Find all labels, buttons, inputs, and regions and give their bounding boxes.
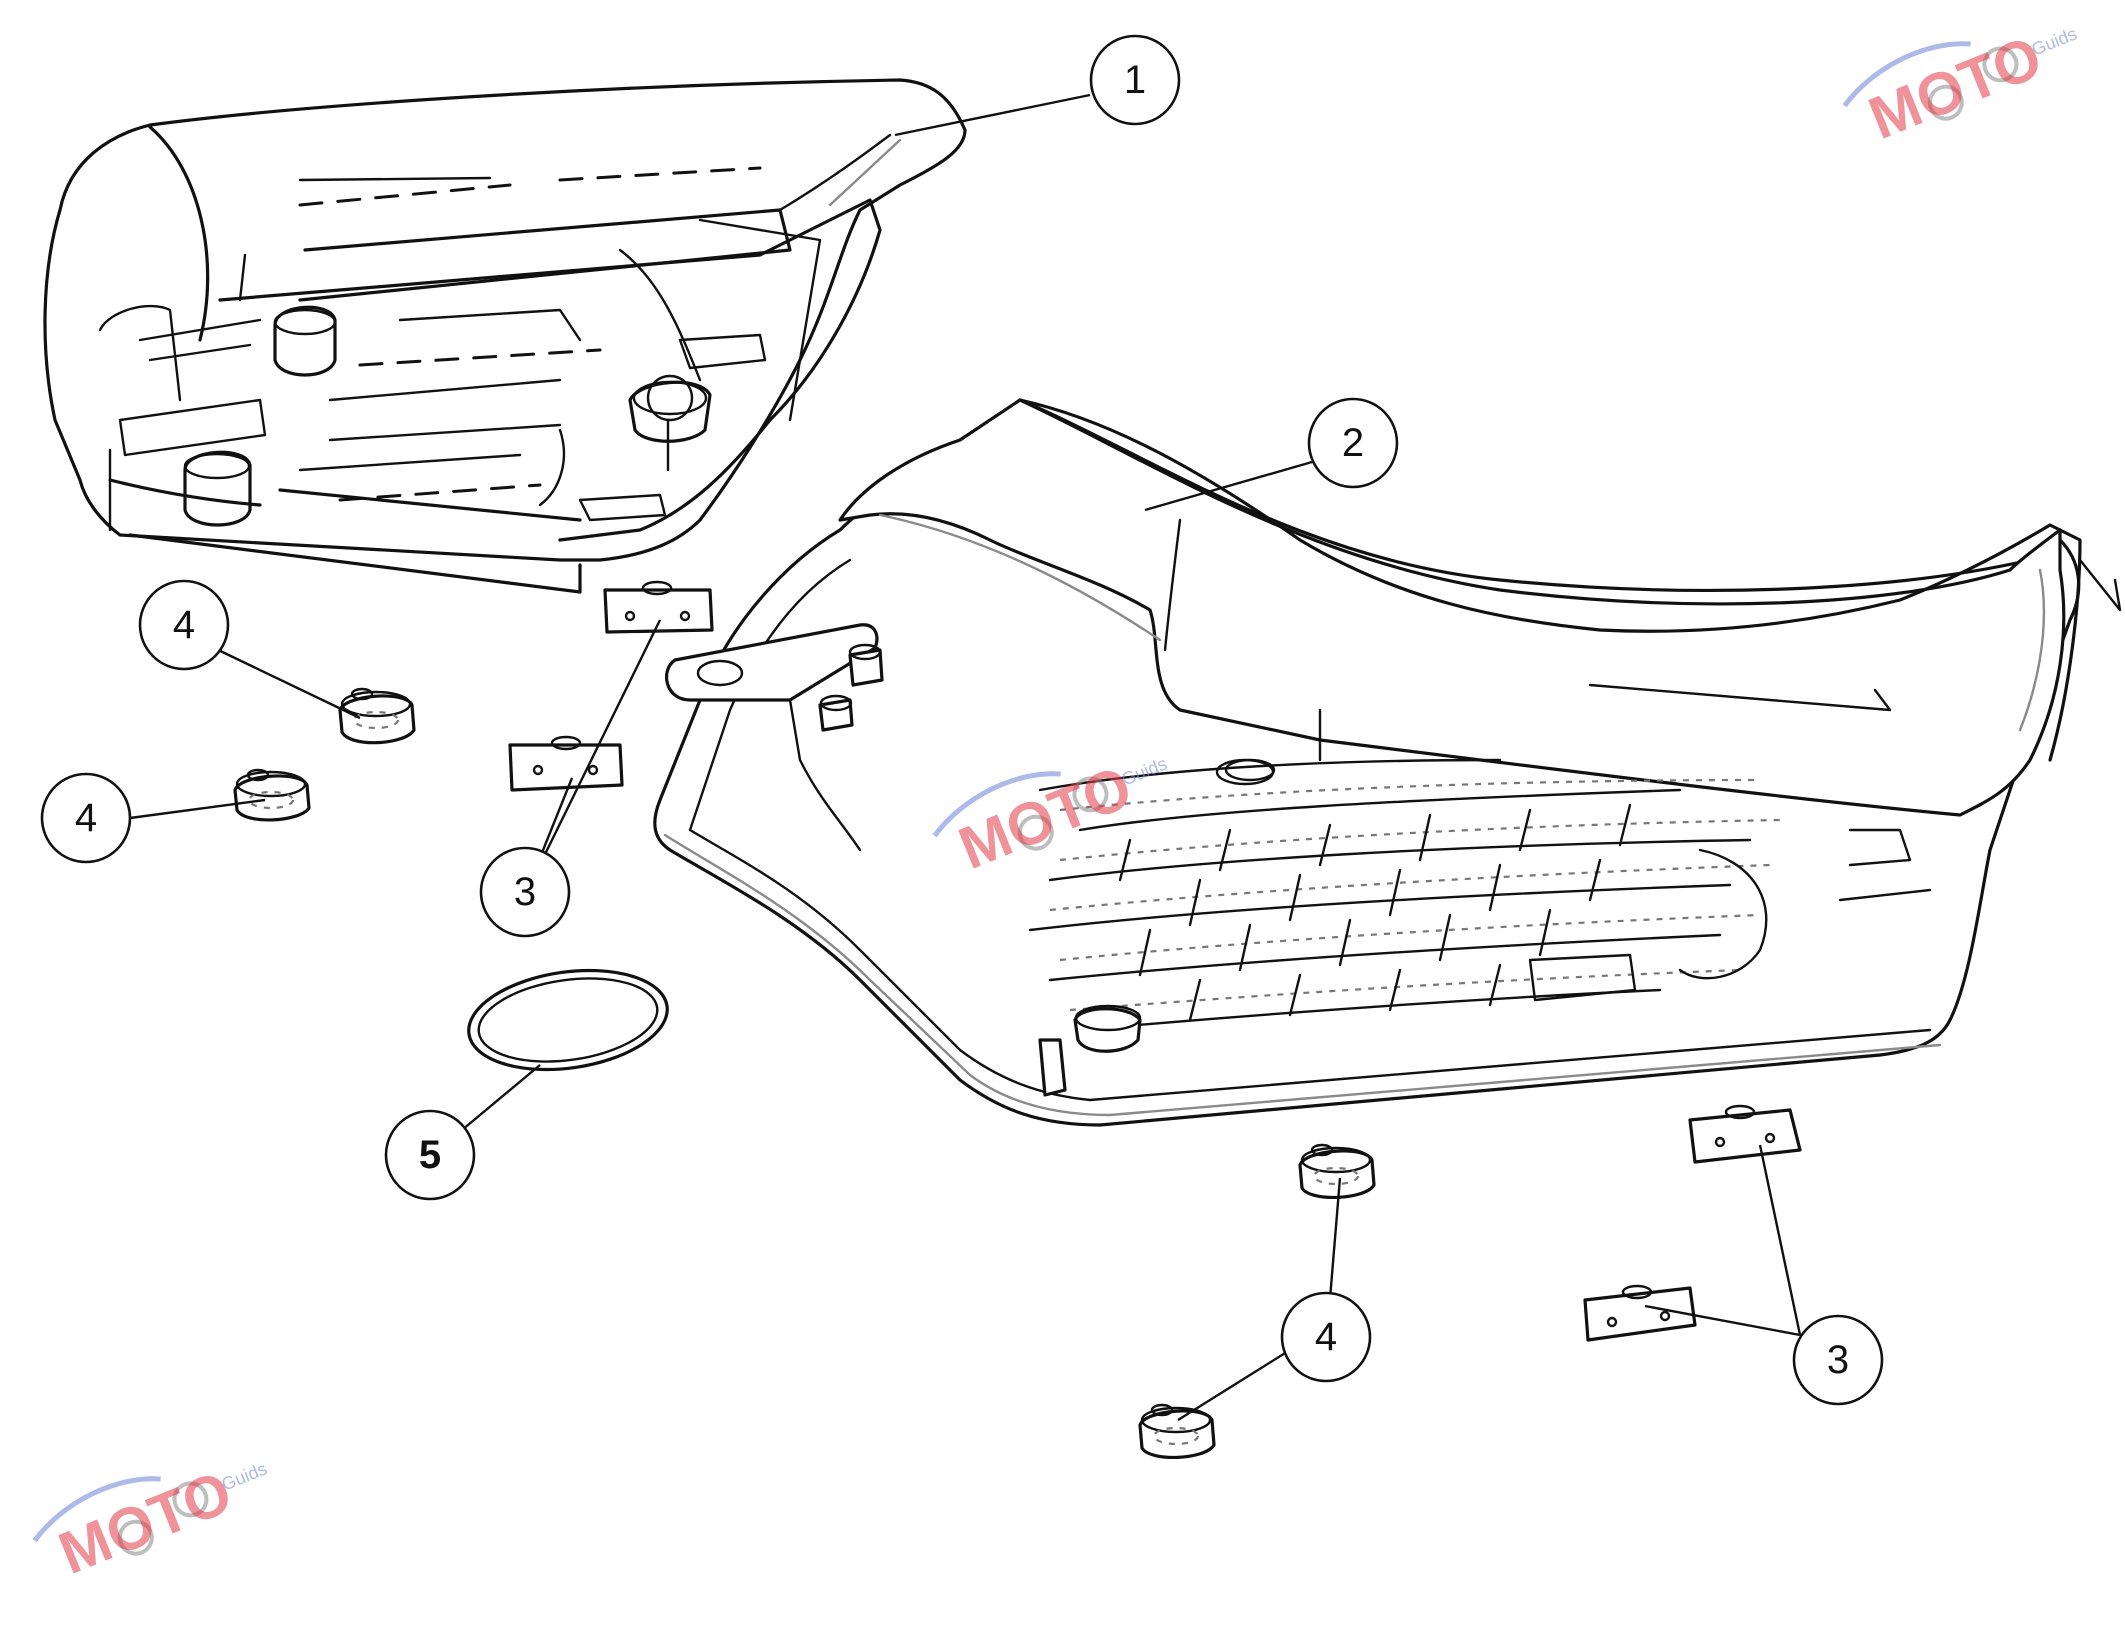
part-1-rear-seat-cover <box>43 78 967 594</box>
watermark-bottom-left: MOTO Guids <box>32 1458 270 1587</box>
part-4-grommets <box>233 687 1376 1459</box>
clip-3-middle <box>508 735 624 792</box>
callout-1-label: 1 <box>1124 58 1146 102</box>
callout-3-left-label: 3 <box>514 870 536 914</box>
callout-4-lower-left-label: 4 <box>75 796 97 840</box>
callout-4-lower-right: 4 <box>1280 1291 1372 1383</box>
callout-4-lower-left: 4 <box>40 772 132 864</box>
watermark-sub-bottom: Guids <box>219 1458 270 1494</box>
grommet-4-b <box>233 768 311 822</box>
watermark-sub: Guids <box>2029 23 2080 59</box>
callout-3-right-label: 3 <box>1827 1338 1849 1382</box>
seat-base-mesh <box>1028 758 1932 1032</box>
callout-3-left: 3 <box>479 846 571 938</box>
clip-3-lower-right-a <box>1688 1104 1802 1164</box>
callout-2: 2 <box>1307 397 1399 489</box>
clip-3-lower-right-b <box>1583 1284 1697 1342</box>
callout-2-label: 2 <box>1342 421 1364 465</box>
watermark-top-right: MOTO Guids <box>1842 23 2080 152</box>
callout-4-upper-left: 4 <box>138 579 230 671</box>
clip-3-upper <box>603 580 714 634</box>
part-5-o-ring <box>467 968 669 1072</box>
callout-5-label: 5 <box>419 1133 441 1177</box>
grommet-4-c <box>1298 1143 1376 1199</box>
callout-5: 5 <box>384 1109 476 1201</box>
callout-3-right: 3 <box>1792 1314 1884 1406</box>
callout-4-lower-right-label: 4 <box>1315 1315 1337 1359</box>
callout-4-upper-left-label: 4 <box>173 603 195 647</box>
part-2-main-seat <box>653 398 2122 1127</box>
grommet-4-a <box>338 687 416 745</box>
callout-1: 1 <box>1089 34 1181 126</box>
grommet-4-d <box>1138 1403 1216 1459</box>
leader-lines <box>129 93 1802 1422</box>
